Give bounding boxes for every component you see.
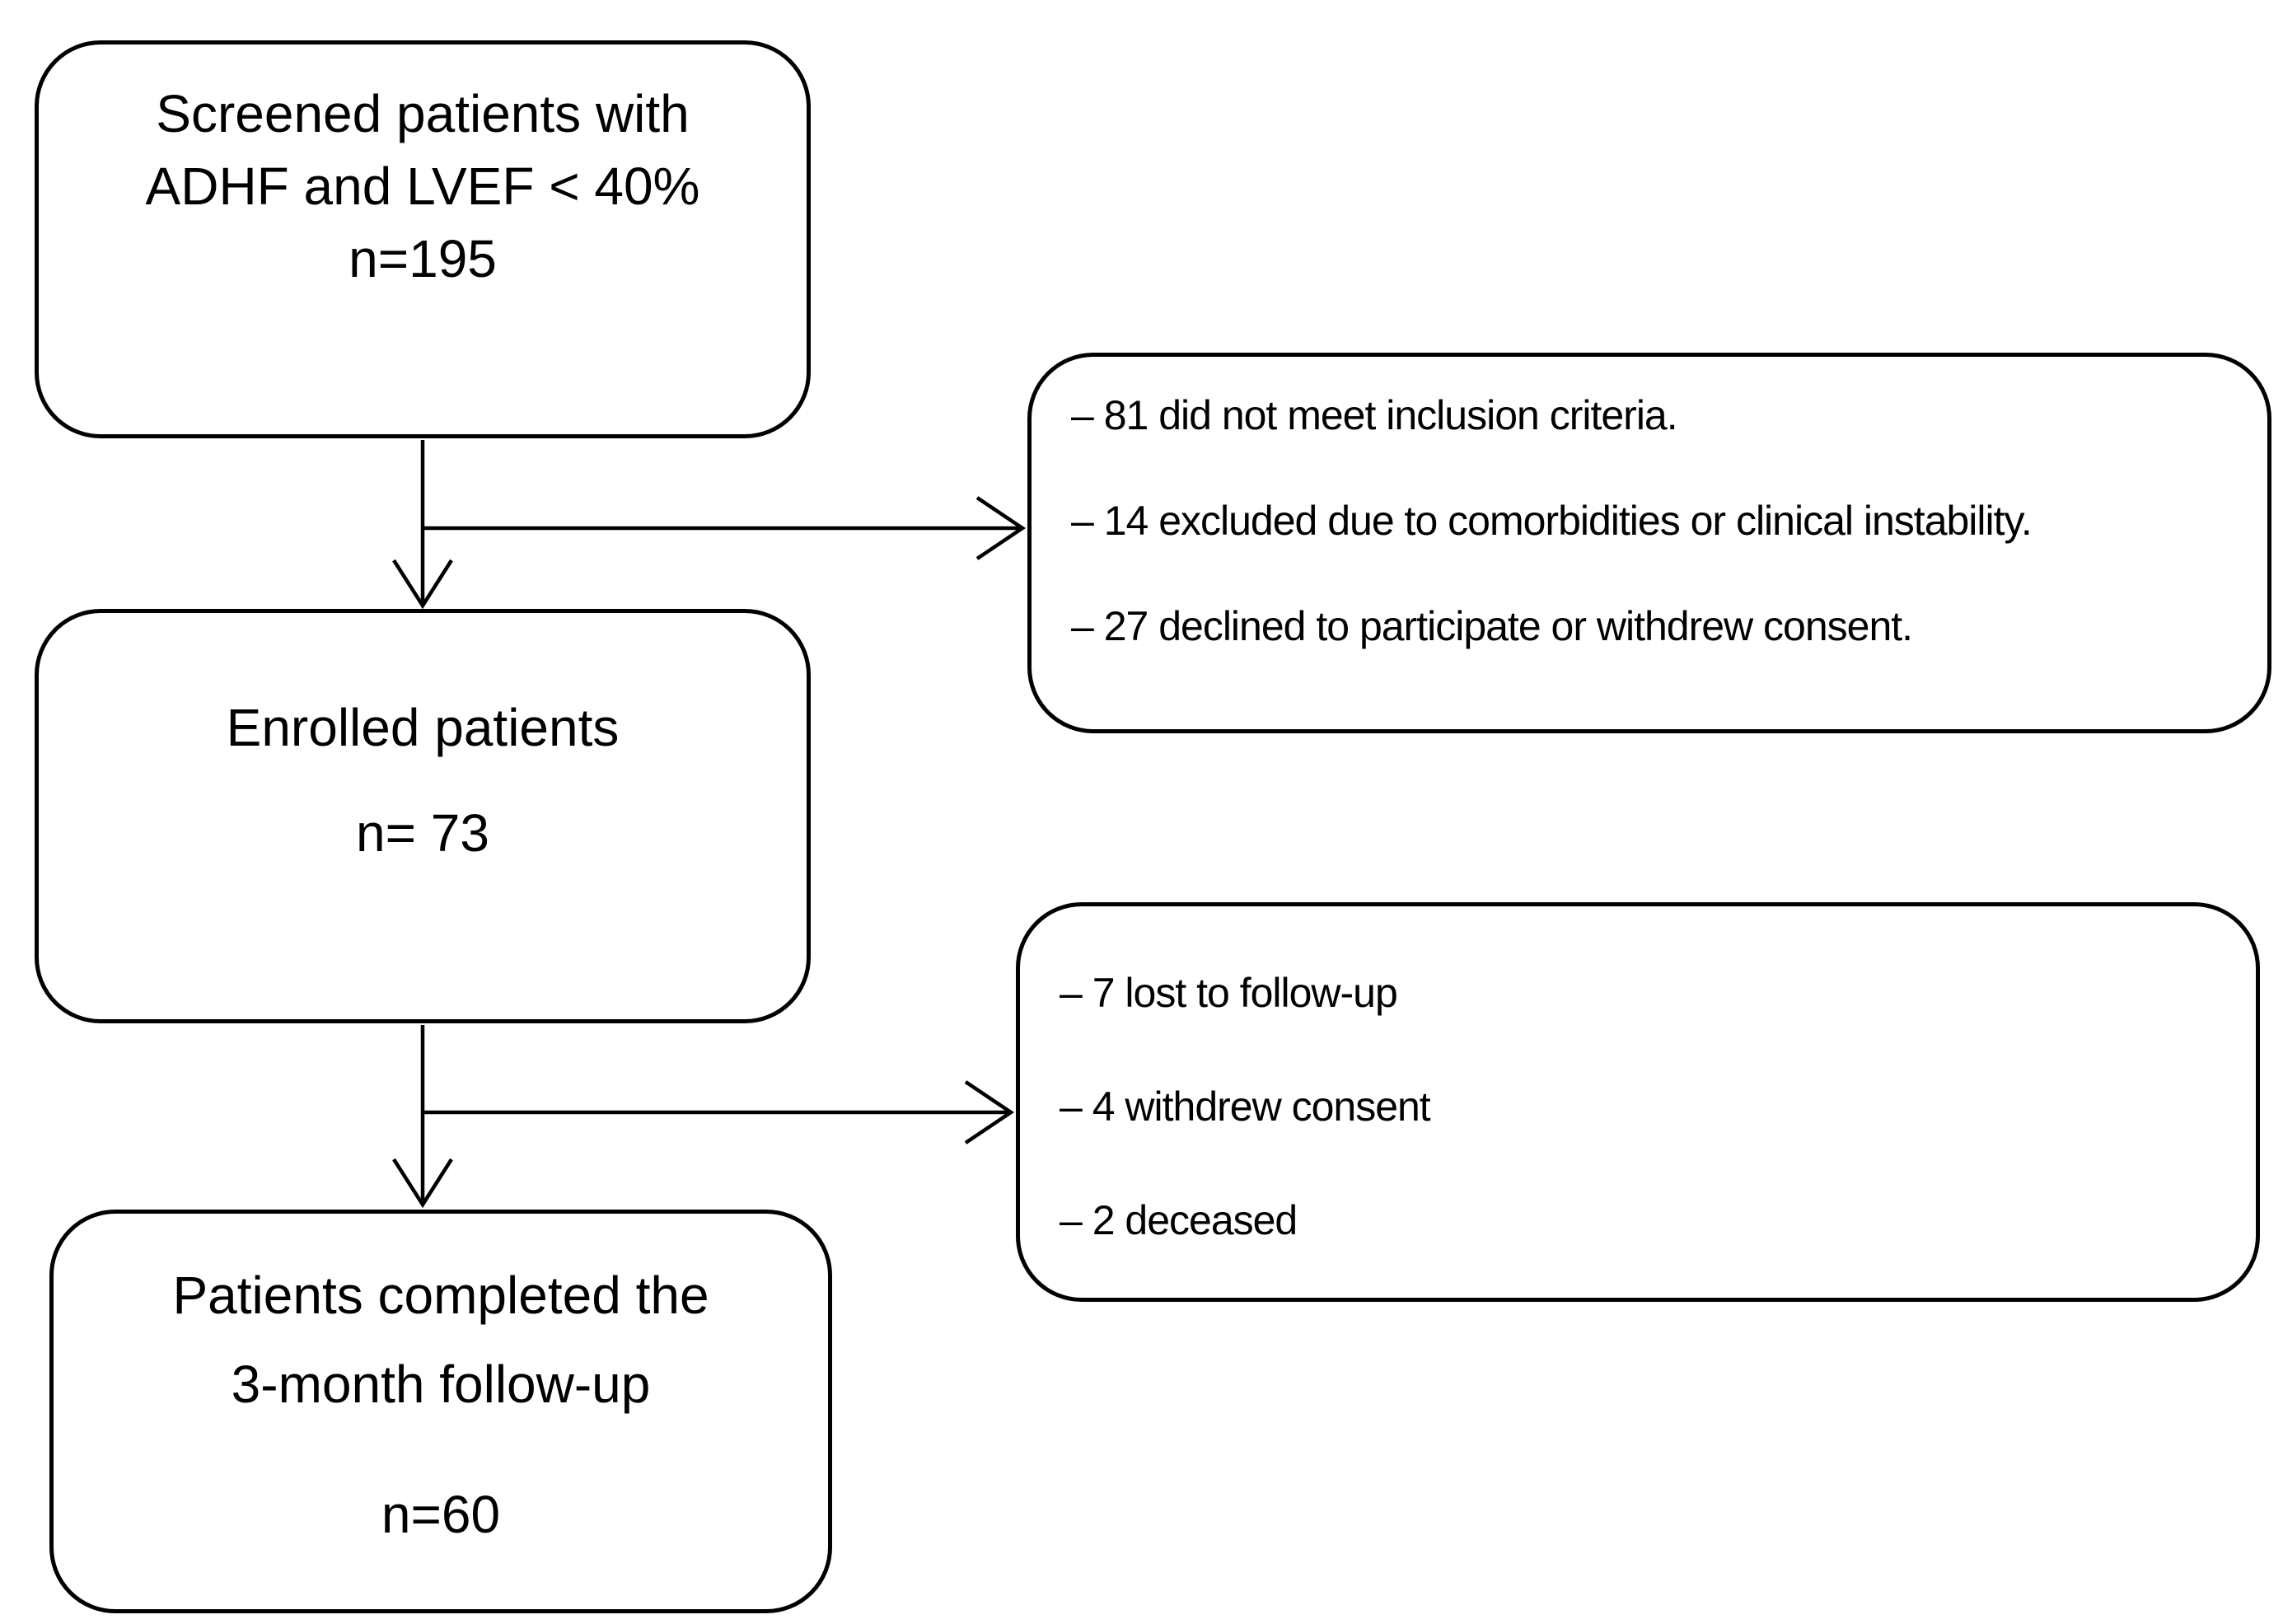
- screening-exclusion-item: – 27 declined to participate or withdrew…: [1071, 603, 1913, 649]
- followup-exclusion-item: – 2 deceased: [1060, 1197, 1298, 1243]
- arrowhead-down-completed-icon: [392, 1158, 453, 1209]
- enrolled-count: n= 73: [356, 803, 489, 863]
- completed-count: n=60: [381, 1485, 501, 1544]
- enrolled-title: Enrolled patients: [226, 698, 620, 757]
- screened-line-2: ADHF and LVEF < 40%: [145, 157, 700, 216]
- screened-count: n=195: [349, 229, 497, 288]
- screening-exclusion-item: – 81 did not meet inclusion criteria.: [1071, 392, 1678, 438]
- box-screening-exclusions: – 81 did not meet inclusion criteria. – …: [1027, 353, 2271, 733]
- screened-line-1: Screened patients with: [156, 84, 690, 143]
- box-enrolled-patients: Enrolled patients n= 73: [35, 609, 811, 1023]
- box-completed-followup: Patients completed the 3-month follow-up…: [49, 1210, 832, 1613]
- box-followup-exclusions: – 7 lost to follow-up – 4 withdrew conse…: [1016, 902, 2260, 1302]
- box-screened-patients: Screened patients with ADHF and LVEF < 4…: [35, 40, 811, 438]
- arrowhead-right-exclusions-screening-icon: [975, 496, 1027, 560]
- followup-exclusion-item: – 7 lost to follow-up: [1060, 970, 1398, 1016]
- screening-exclusion-item: – 14 excluded due to comorbidities or cl…: [1071, 498, 2033, 544]
- completed-line-1: Patients completed the: [172, 1266, 709, 1325]
- arrowhead-right-exclusions-followup-icon: [964, 1080, 1015, 1144]
- completed-line-2: 3-month follow-up: [231, 1355, 651, 1414]
- followup-exclusion-item: – 4 withdrew consent: [1060, 1083, 1431, 1130]
- arrowhead-down-enrolled-icon: [392, 559, 453, 610]
